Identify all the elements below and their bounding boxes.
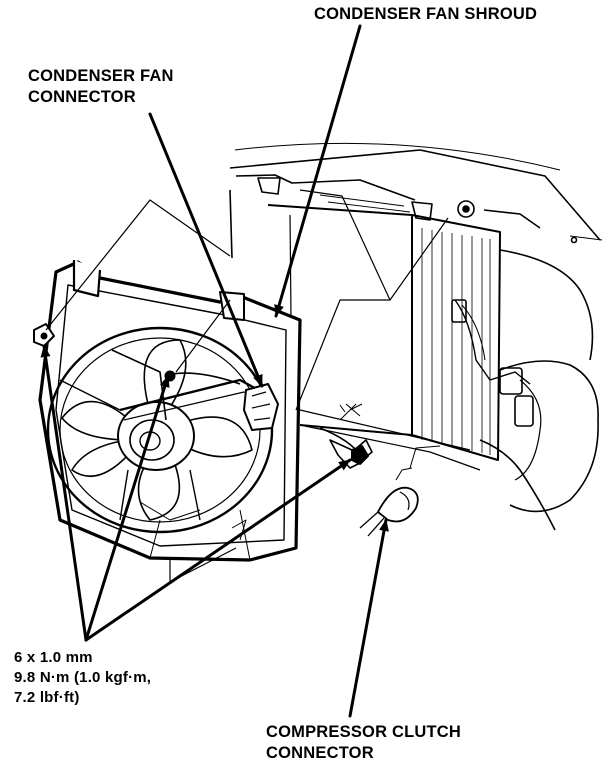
condenser-fan-connector-line-1: CONDENSER FAN	[28, 67, 174, 85]
shroud-leader	[274, 24, 362, 318]
fan-connector-leader	[148, 112, 264, 388]
bolt-torque-imperial-text: 7.2 lbf·ft)	[14, 689, 80, 706]
condenser-fan-shroud	[33, 199, 390, 583]
condenser-fan-shroud-label: CONDENSER FAN SHROUD	[314, 4, 537, 25]
compressor-clutch-connector-line-1: COMPRESSOR CLUTCH	[266, 723, 461, 741]
bolt-leader-right	[84, 458, 352, 642]
compressor-clutch-connector-line-2: CONNECTOR	[266, 744, 374, 762]
bolt-leader-center	[84, 374, 170, 642]
bolt-torque-spec-label: 6 x 1.0 mm 9.8 N·m (1.0 kgf·m, 7.2 lbf·f…	[14, 648, 151, 708]
condenser-fan-connector-line-2: CONNECTOR	[28, 88, 136, 106]
clutch-connector-leader	[348, 518, 389, 718]
compressor-clutch-connector-label: COMPRESSOR CLUTCH CONNECTOR	[266, 722, 461, 764]
condenser-fan-shroud-text: CONDENSER FAN SHROUD	[314, 5, 538, 23]
bolt-torque-metric-text: 9.8 N·m (1.0 kgf·m,	[14, 669, 152, 686]
callout-arrows	[40, 24, 389, 718]
bolt-size-text: 6 x 1.0 mm	[14, 649, 93, 666]
condenser-fan-connector-label: CONDENSER FAN CONNECTOR	[28, 66, 174, 108]
radiator-assembly	[229, 142, 603, 537]
bolt-leader-left	[40, 344, 88, 642]
mounting-bolt	[33, 323, 55, 347]
mounting-bolt	[351, 445, 369, 465]
